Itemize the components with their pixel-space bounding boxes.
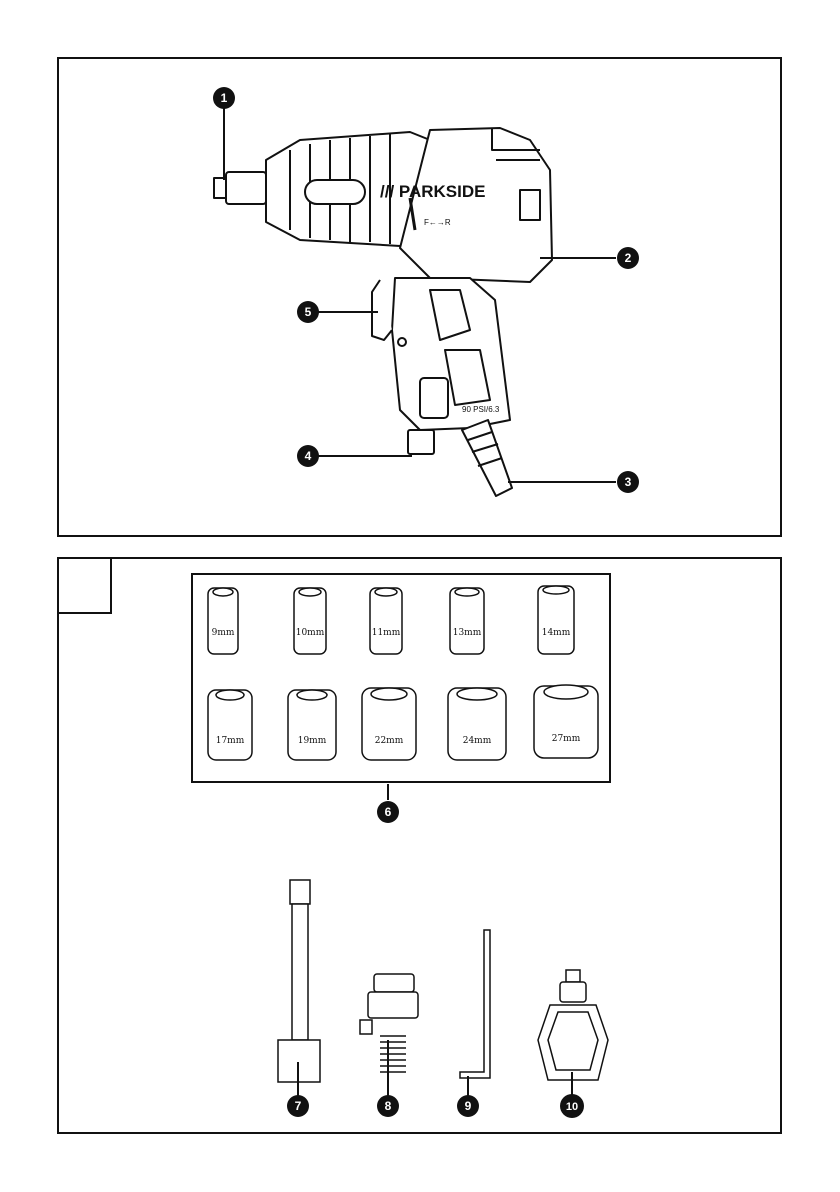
socket-10mm: [294, 588, 326, 654]
callout-2: 2: [617, 247, 639, 269]
callout-4: 4: [297, 445, 319, 467]
hex-key: [460, 930, 490, 1078]
socket-9mm: [208, 588, 238, 654]
brand-label: /// PARKSIDE: [380, 182, 485, 201]
callout-5: 5: [297, 301, 319, 323]
socket-row-2: [208, 685, 598, 760]
socket-label-22mm: 22mm: [375, 736, 404, 746]
callout-3-number: 3: [625, 475, 632, 489]
socket-label-27mm: 27mm: [552, 734, 581, 744]
callout-1-number: 1: [221, 91, 228, 105]
socket-11mm: [370, 588, 402, 654]
callout-7-number: 7: [295, 1099, 302, 1113]
callout-3: 3: [617, 471, 639, 493]
socket-24mm: [448, 688, 506, 760]
callout-4-number: 4: [305, 449, 312, 463]
extension-bar: [278, 880, 320, 1082]
callout-7: 7: [287, 1095, 309, 1117]
direction-mark: F←→R: [424, 218, 451, 227]
callout-8-number: 8: [385, 1099, 392, 1113]
socket-19mm: [288, 690, 336, 760]
socket-label-14mm: 14mm: [542, 628, 571, 638]
accessories-drawing: [278, 880, 608, 1082]
socket-row-1: [208, 586, 574, 654]
socket-label-13mm: 13mm: [453, 628, 482, 638]
callout-1: 1: [213, 87, 235, 109]
universal-joint: [538, 970, 608, 1080]
socket-14mm: [538, 586, 574, 654]
callout-9-number: 9: [465, 1099, 472, 1113]
socket-label-10mm: 10mm: [296, 628, 325, 638]
callout-5-number: 5: [305, 305, 312, 319]
callout-8: 8: [377, 1095, 399, 1117]
pressure-mark: 90 PSI/6.3: [462, 405, 500, 414]
socket-label-19mm: 19mm: [298, 736, 327, 746]
socket-label-9mm: 9mm: [212, 628, 235, 638]
socket-27mm: [534, 685, 598, 758]
callout-6: 6: [377, 801, 399, 823]
socket-label-11mm: 11mm: [372, 628, 401, 638]
socket-17mm: [208, 690, 252, 760]
callout-10-number: 10: [566, 1101, 578, 1113]
callout-6-number: 6: [385, 805, 392, 819]
socket-22mm: [362, 688, 416, 760]
socket-label-24mm: 24mm: [463, 736, 492, 746]
callout-2-number: 2: [625, 251, 632, 265]
callout-9: 9: [457, 1095, 479, 1117]
callout-10: 10: [560, 1094, 584, 1118]
socket-label-17mm: 17mm: [216, 736, 245, 746]
figure-b-leader-lines: [298, 784, 572, 1096]
socket-13mm: [450, 588, 484, 654]
